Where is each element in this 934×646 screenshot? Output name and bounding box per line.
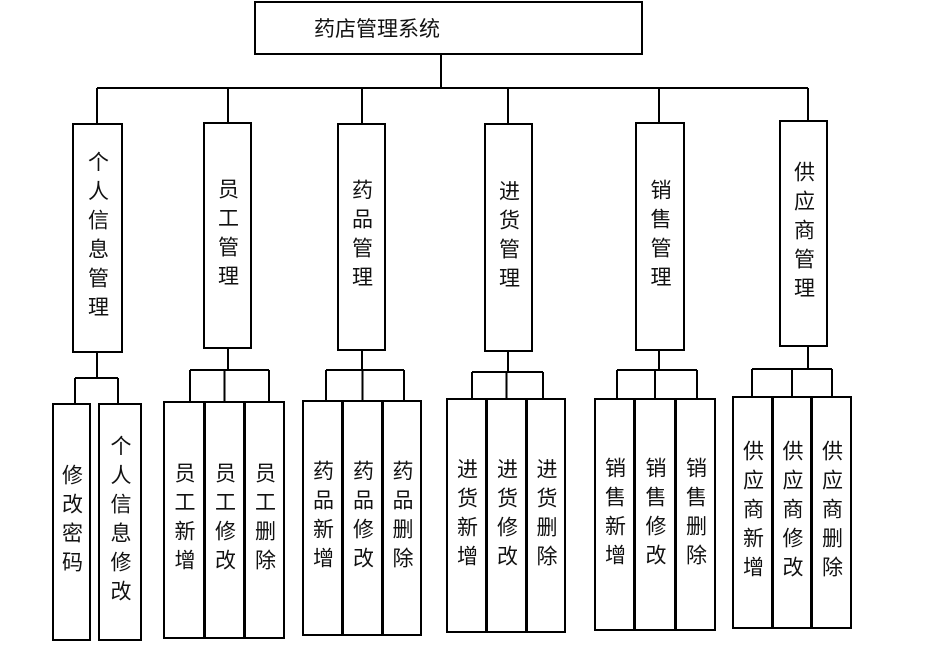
module-node: 销售管理 xyxy=(635,122,685,351)
function-node: 药品删除 xyxy=(382,400,422,636)
function-label: 供应商删除 xyxy=(819,440,844,585)
module-label: 个人信息管理 xyxy=(85,151,110,325)
function-node: 供应商新增 xyxy=(732,396,773,629)
function-node: 员工新增 xyxy=(163,401,205,639)
function-label: 药品修改 xyxy=(350,460,375,576)
function-node: 销售新增 xyxy=(594,398,635,631)
function-label: 供应商修改 xyxy=(780,440,804,585)
function-node: 销售删除 xyxy=(675,398,716,631)
function-node: 药品修改 xyxy=(342,400,383,636)
function-label: 员工修改 xyxy=(212,462,237,578)
function-node: 药品新增 xyxy=(302,400,343,636)
function-node: 进货删除 xyxy=(526,398,566,633)
function-label: 进货修改 xyxy=(494,457,519,574)
function-label: 药品新增 xyxy=(310,460,335,576)
module-node: 供应商管理 xyxy=(779,120,828,347)
module-label: 进货管理 xyxy=(496,179,521,296)
module-node: 员工管理 xyxy=(203,122,252,349)
function-node: 销售修改 xyxy=(634,398,676,631)
root-label: 药店管理系统 xyxy=(314,17,440,41)
function-label: 修改密码 xyxy=(59,464,84,580)
function-label: 销售修改 xyxy=(643,456,667,573)
function-node: 个人信息修改 xyxy=(98,403,142,641)
function-label: 员工删除 xyxy=(252,462,277,578)
function-label: 销售删除 xyxy=(683,456,708,573)
root-node: 药店管理系统 xyxy=(254,1,643,55)
function-label: 销售新增 xyxy=(602,456,627,573)
function-node: 进货修改 xyxy=(486,398,527,633)
module-label: 药品管理 xyxy=(349,179,374,295)
function-label: 药品删除 xyxy=(390,460,414,576)
function-node: 员工删除 xyxy=(244,401,285,639)
function-label: 进货删除 xyxy=(534,457,558,574)
module-label: 供应商管理 xyxy=(791,161,816,306)
function-label: 进货新增 xyxy=(454,457,479,574)
function-node: 供应商修改 xyxy=(772,396,812,629)
function-node: 修改密码 xyxy=(52,403,91,641)
module-node: 个人信息管理 xyxy=(72,123,123,353)
module-node: 进货管理 xyxy=(484,123,533,352)
function-label: 个人信息修改 xyxy=(108,435,132,609)
module-label: 员工管理 xyxy=(215,177,240,294)
function-node: 员工修改 xyxy=(204,401,245,639)
function-label: 供应商新增 xyxy=(740,440,765,585)
function-node: 进货新增 xyxy=(446,398,487,633)
function-label: 员工新增 xyxy=(172,462,196,578)
module-node: 药品管理 xyxy=(337,123,386,351)
function-node: 供应商删除 xyxy=(811,396,852,629)
module-label: 销售管理 xyxy=(648,178,672,295)
